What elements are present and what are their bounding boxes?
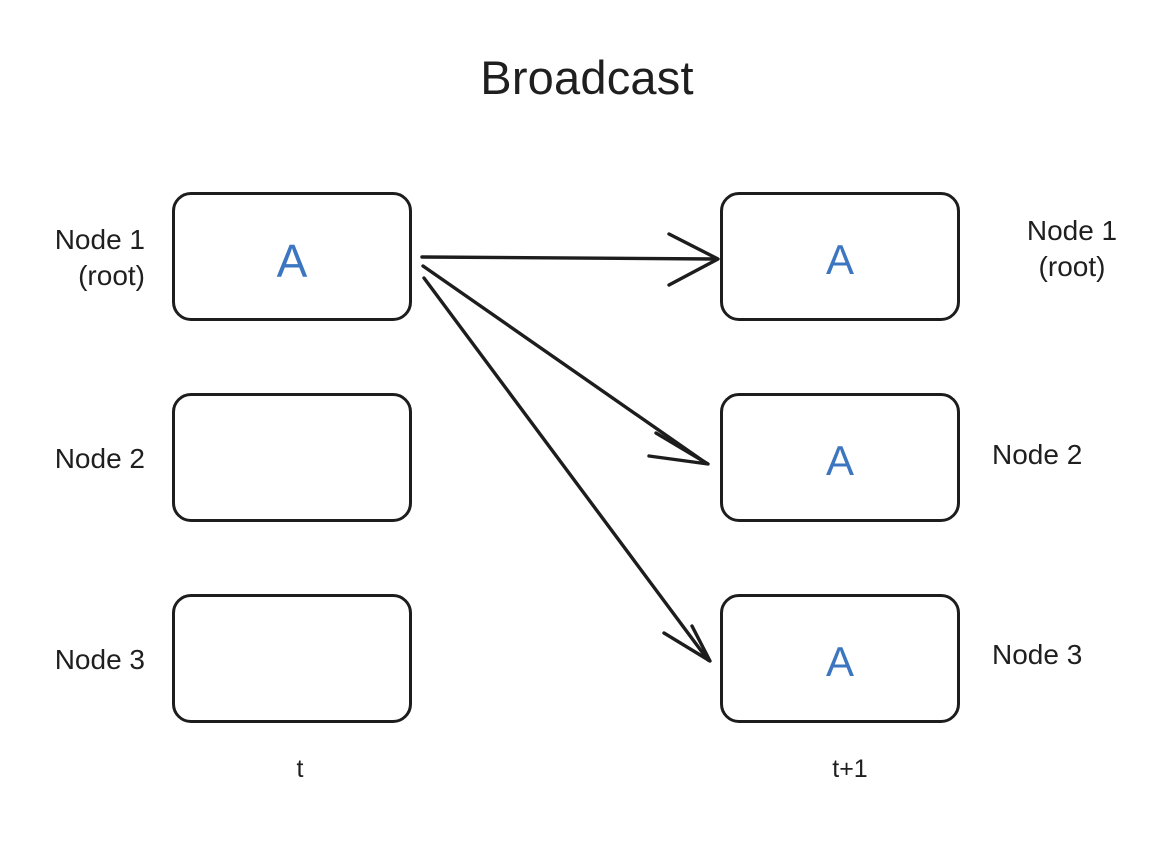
right-node-1-label: Node 1 (root) bbox=[1026, 215, 1118, 282]
right-node-2-box[interactable]: A bbox=[720, 393, 960, 522]
right-node-1-payload: A bbox=[825, 235, 854, 283]
arrow-root-to-node2 bbox=[421, 264, 710, 466]
right-time-label: t+1 bbox=[832, 755, 868, 783]
left-node-1-payload: A bbox=[276, 234, 308, 287]
right-node-1-box[interactable]: A bbox=[720, 192, 960, 321]
arrow-root-to-node3 bbox=[422, 276, 712, 663]
page-title: Broadcast bbox=[480, 51, 694, 104]
left-node-2-label: Node 2 bbox=[54, 443, 145, 474]
left-node-2-box[interactable] bbox=[172, 393, 412, 522]
left-node-1-label: Node 1 (root) bbox=[54, 224, 145, 291]
left-time-label: t bbox=[296, 755, 304, 783]
left-node-1-box[interactable]: A bbox=[172, 192, 412, 321]
right-node-3-payload: A bbox=[825, 637, 854, 685]
left-node-3-box[interactable] bbox=[172, 594, 412, 723]
right-node-3-box[interactable]: A bbox=[720, 594, 960, 723]
left-node-3-label: Node 3 bbox=[54, 644, 145, 675]
arrow-root-to-node1 bbox=[420, 232, 720, 287]
right-node-3-label: Node 3 bbox=[992, 639, 1083, 670]
right-node-2-payload: A bbox=[825, 436, 854, 484]
right-node-2-label: Node 2 bbox=[992, 439, 1083, 470]
